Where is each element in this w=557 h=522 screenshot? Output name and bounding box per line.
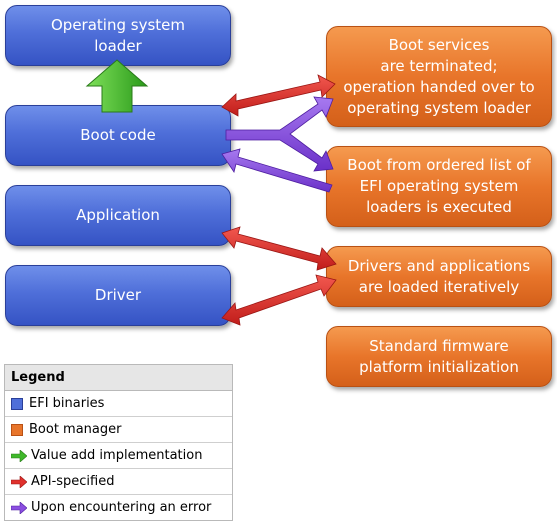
green-up-arrow (85, 59, 149, 113)
legend-title: Legend (5, 365, 232, 391)
drivers-apps-box: Drivers and applications are loaded iter… (326, 246, 552, 307)
red-arrow-bootcode-bootservices (221, 74, 336, 117)
legend: Legend EFI binaries Boot manager Value a… (4, 364, 233, 521)
purple-arrow-icon (11, 501, 27, 514)
drivers-apps-label: Drivers and applications are loaded iter… (347, 256, 531, 296)
os-loader-box: Operating system loader (5, 5, 231, 66)
legend-row-error: Upon encountering an error (5, 495, 232, 520)
driver-label: Driver (94, 286, 142, 304)
os-loader-label: Operating system loader (51, 15, 185, 55)
orange-swatch-icon (11, 423, 23, 436)
blue-swatch-icon (11, 397, 23, 410)
boot-services-label: Boot services are terminated; operation … (343, 35, 535, 117)
purple-fork-arrow (225, 96, 334, 172)
legend-error-label: Upon encountering an error (31, 500, 212, 515)
legend-row-value-add: Value add implementation (5, 443, 232, 469)
legend-efi-binaries-label: EFI binaries (29, 396, 105, 411)
legend-boot-manager-label: Boot manager (29, 422, 122, 437)
red-arrow-icon (11, 475, 27, 488)
legend-api-specified-label: API-specified (31, 474, 115, 489)
firmware-init-label: Standard firmware platform initializatio… (359, 336, 519, 376)
legend-row-efi-binaries: EFI binaries (5, 391, 232, 417)
legend-row-api-specified: API-specified (5, 469, 232, 495)
purple-back-arrow (221, 148, 333, 193)
application-box: Application (5, 185, 231, 246)
firmware-init-box: Standard firmware platform initializatio… (326, 326, 552, 387)
application-label: Application (76, 206, 160, 224)
legend-row-boot-manager: Boot manager (5, 417, 232, 443)
red-arrow-application-drivers (221, 226, 337, 271)
boot-ordered-list-label: Boot from ordered list of EFI operating … (347, 156, 531, 216)
driver-box: Driver (5, 265, 231, 326)
boot-code-label: Boot code (80, 126, 156, 144)
boot-services-box: Boot services are terminated; operation … (326, 26, 552, 127)
green-arrow-icon (11, 449, 27, 462)
red-arrow-driver-drivers (221, 274, 337, 326)
legend-value-add-label: Value add implementation (31, 448, 203, 463)
boot-ordered-list-box: Boot from ordered list of EFI operating … (326, 146, 552, 227)
